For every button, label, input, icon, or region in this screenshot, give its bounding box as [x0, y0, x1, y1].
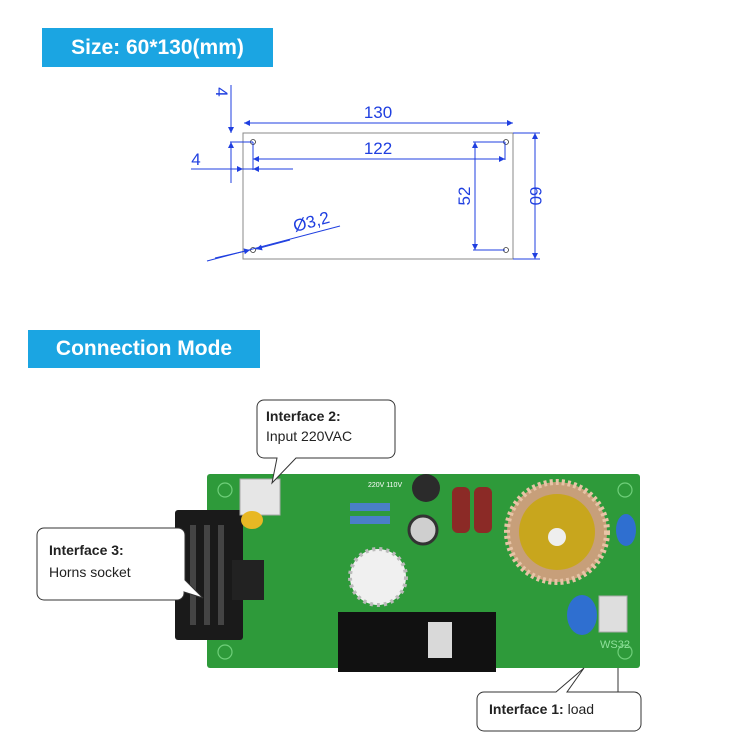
dim-4-left: 4 — [191, 150, 200, 169]
dim-hole-diameter: Ø3,2 — [291, 208, 332, 236]
dim-60: 60 — [526, 187, 545, 206]
film-capacitor — [474, 487, 492, 533]
load-connector — [598, 595, 628, 633]
pcb-board: 220V 110V WS32 — [175, 474, 640, 672]
interface-1-heading: Interface 1: — [489, 701, 564, 717]
electrolytic-capacitor — [412, 474, 440, 502]
dim-130: 130 — [364, 103, 392, 122]
interface-2-text: Input 220VAC — [266, 428, 352, 444]
capacitor-yellow — [241, 511, 263, 529]
board-marking: WS32 — [600, 639, 630, 651]
dim-4-top: 4 — [212, 87, 231, 96]
varistor — [567, 595, 597, 635]
interface-1-label: Interface 1: load — [489, 701, 594, 717]
varistor — [616, 514, 636, 546]
ic-chip — [232, 560, 264, 600]
interface-3-text: Horns socket — [49, 564, 131, 580]
dim-122: 122 — [364, 139, 392, 158]
transistor — [428, 622, 452, 658]
heatsink — [338, 612, 496, 672]
interface-2-heading: Interface 2: — [266, 408, 341, 424]
corner-holes — [217, 482, 633, 660]
resistor — [350, 503, 390, 511]
board-outline — [242, 132, 514, 260]
toroid-small — [348, 547, 408, 607]
electrolytic-capacitor — [407, 514, 439, 546]
size-banner: Size: 60*130(mm) — [42, 28, 273, 67]
film-capacitor — [452, 487, 470, 533]
voltage-label: 220V 110V — [368, 482, 402, 489]
interface-3-heading: Interface 3: — [49, 542, 124, 558]
interface-1-text: load — [564, 701, 594, 717]
connection-mode-banner: Connection Mode — [28, 330, 260, 368]
dim-52: 52 — [455, 187, 474, 206]
callout-interface-3 — [36, 527, 204, 601]
callout-interface-1 — [476, 667, 642, 732]
input-connector — [239, 478, 281, 516]
dimension-drawing: 130 122 52 60 4 4 Ø3,2 — [191, 85, 545, 262]
resistor — [350, 516, 390, 524]
callout-interface-2 — [256, 399, 396, 485]
